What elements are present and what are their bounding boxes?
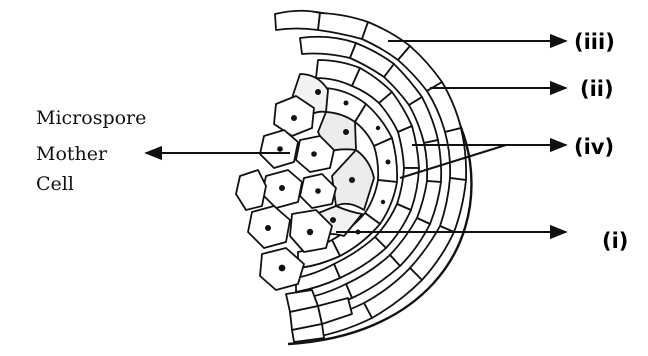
label-iv: (iv) <box>574 135 614 159</box>
label-mother-cell-line1: Microspore <box>36 107 146 129</box>
label-iii: (iii) <box>574 30 615 54</box>
label-i: (i) <box>602 229 628 253</box>
label-ii: (ii) <box>580 77 614 101</box>
label-mother-cell-line3: Cell <box>36 173 74 195</box>
label-mother-cell-line2: Mother <box>36 143 108 165</box>
anther-wall-layers <box>236 11 471 344</box>
